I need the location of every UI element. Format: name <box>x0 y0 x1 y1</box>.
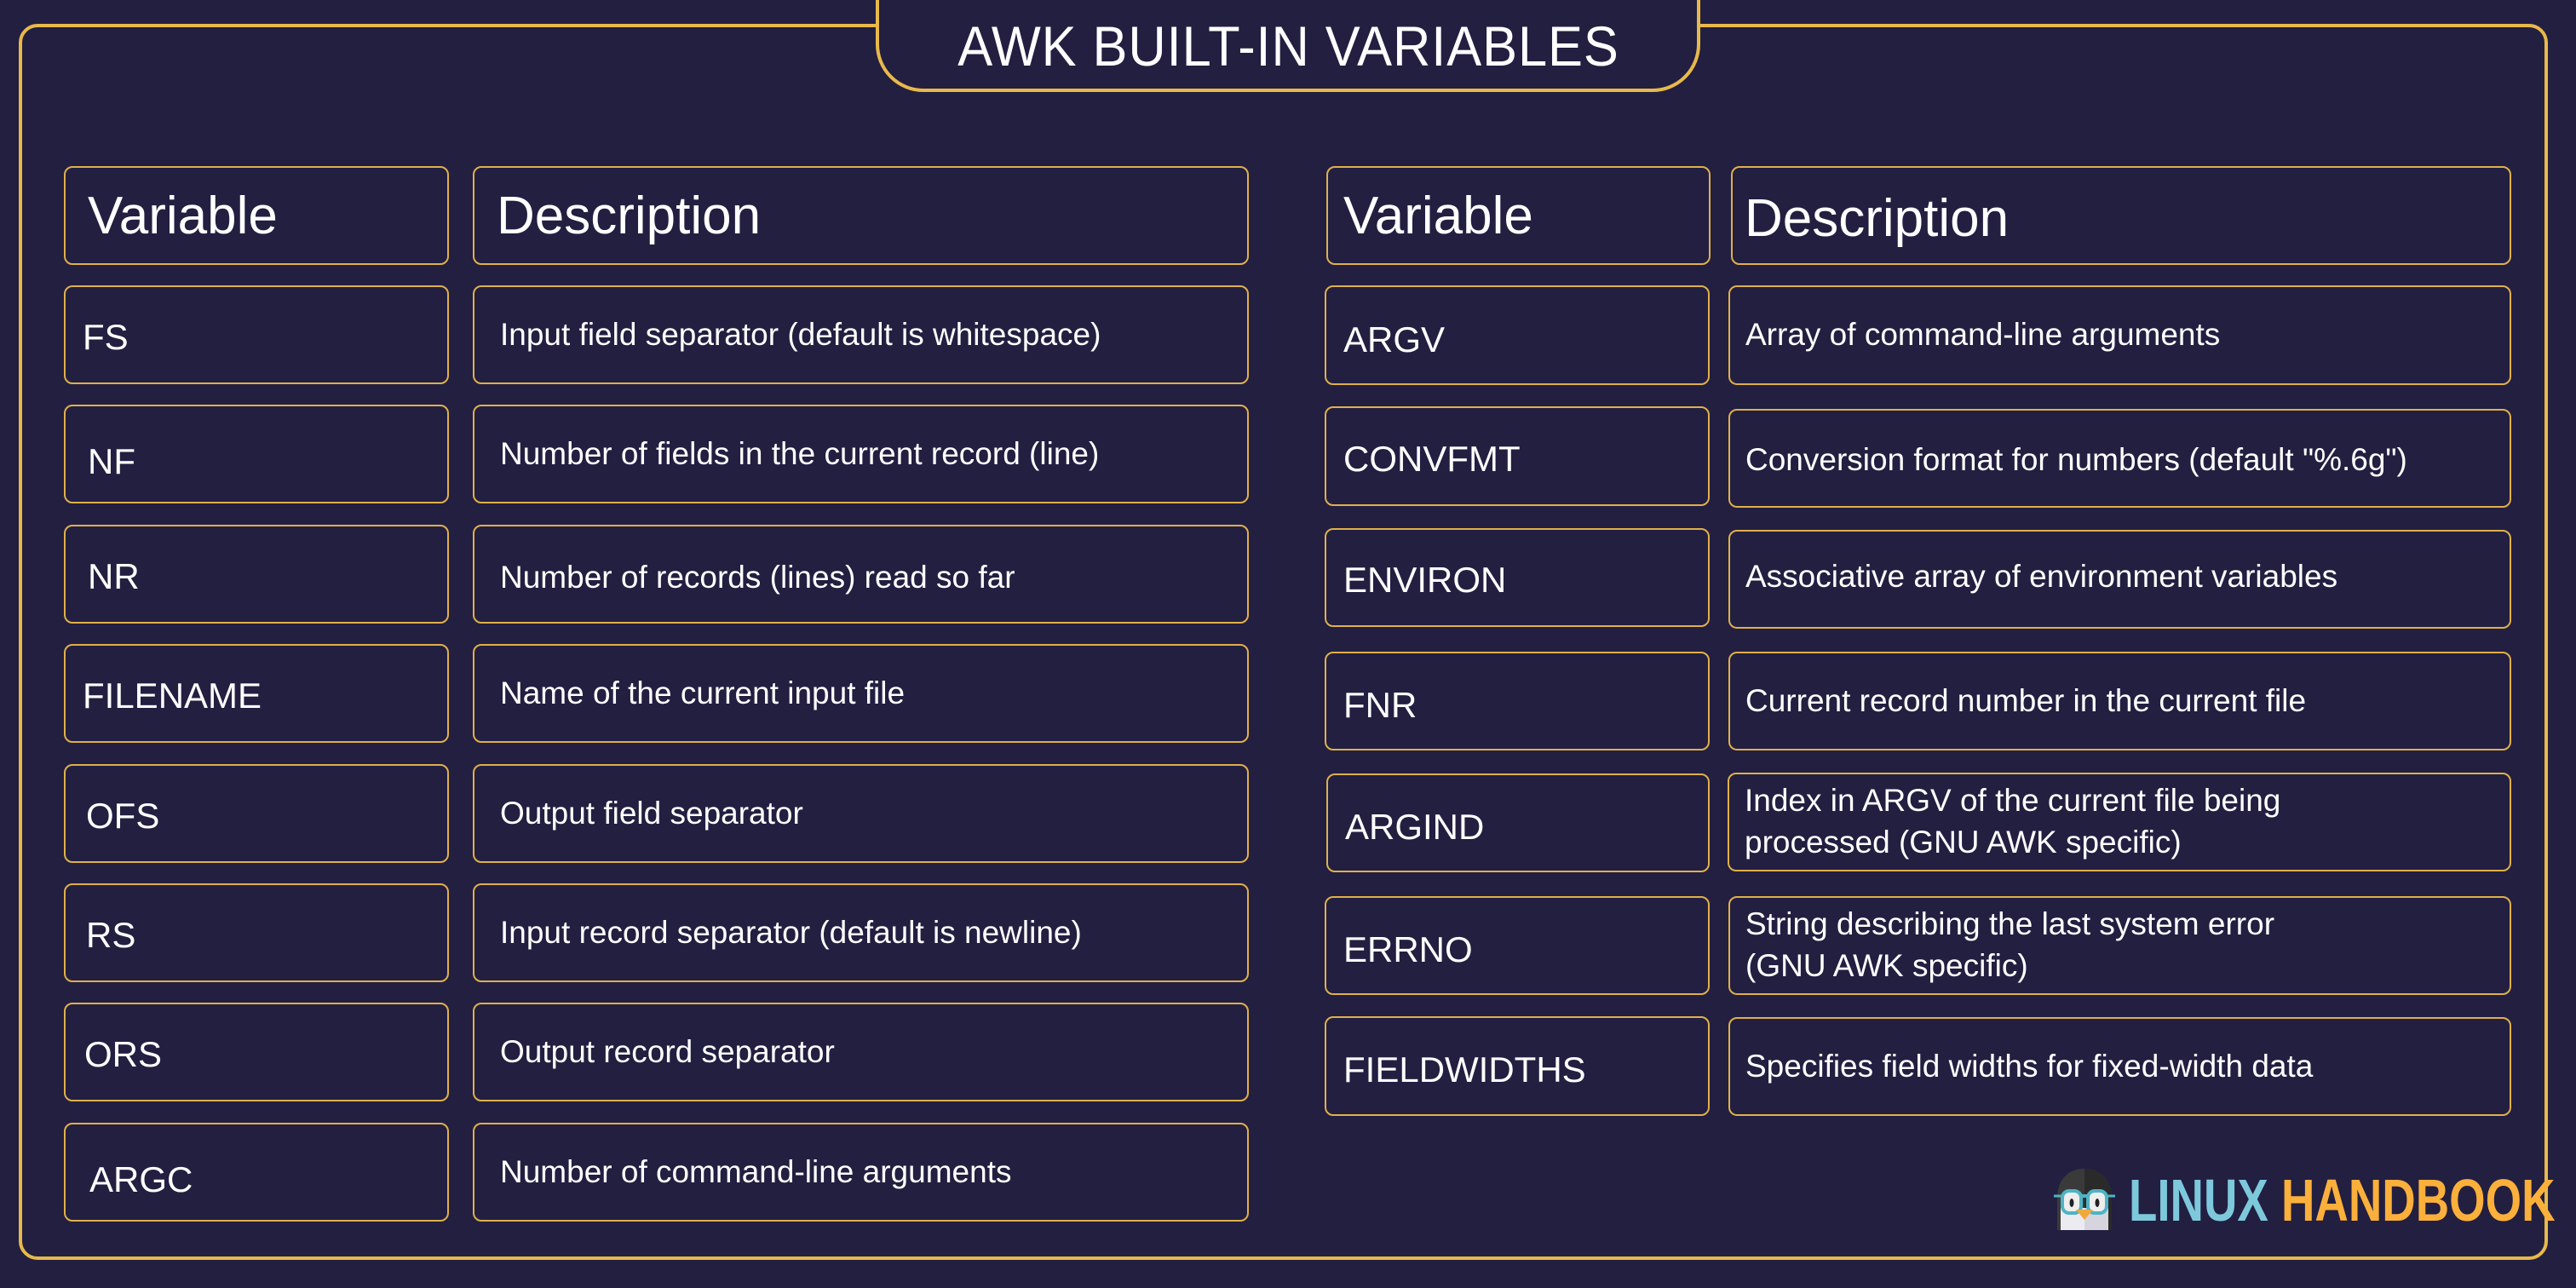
table-row-desc: String describing the last system error … <box>1728 896 2511 995</box>
variable-name: FNR <box>1343 685 1417 725</box>
title-banner: AWK BUILT-IN VARIABLES <box>876 0 1700 92</box>
table-row-var: CONVFMT <box>1325 406 1710 506</box>
header-label: Description <box>1745 188 2010 248</box>
variable-name: FIELDWIDTHS <box>1343 1049 1586 1090</box>
table-row-desc: Output record separator <box>473 1003 1249 1101</box>
variable-name: ARGIND <box>1345 807 1485 847</box>
description-line: (GNU AWK specific) <box>1745 948 2028 983</box>
header-label: Description <box>497 186 762 245</box>
right-header-variable: Variable <box>1326 166 1711 265</box>
table-row-var: FIELDWIDTHS <box>1325 1016 1710 1116</box>
variable-description: Number of command-line arguments <box>500 1153 1012 1189</box>
header-label: Variable <box>88 186 278 245</box>
table-row-var: NR <box>64 525 449 624</box>
table-row-var: RS <box>64 883 449 982</box>
table-row-desc: Name of the current input file <box>473 644 1249 743</box>
left-header-description: Description <box>473 166 1249 265</box>
variable-description: Number of records (lines) read so far <box>500 559 1015 595</box>
table-row-var: OFS <box>64 764 449 863</box>
description-line: String describing the last system error <box>1745 906 2275 942</box>
table-row-desc: Current record number in the current fil… <box>1728 652 2511 750</box>
right-header-description: Description <box>1731 166 2511 265</box>
table-row-var: ARGIND <box>1326 773 1710 872</box>
description-line: Index in ARGV of the current file being <box>1745 783 2281 819</box>
linux-handbook-logo: LINUX HANDBOOK <box>2049 1165 2576 1235</box>
variable-description: Output field separator <box>500 795 803 831</box>
description-line: processed (GNU AWK specific) <box>1745 825 2182 860</box>
variable-name: ORS <box>84 1034 163 1074</box>
left-header-variable: Variable <box>64 166 449 265</box>
variable-description: Conversion format for numbers (default "… <box>1745 441 2407 477</box>
table-row-var: ARGV <box>1325 285 1710 385</box>
table-row-desc: Number of fields in the current record (… <box>473 405 1249 503</box>
variable-description: String describing the last system error … <box>1745 904 2274 987</box>
table-row-desc: Index in ARGV of the current file being … <box>1728 773 2511 871</box>
variable-name: ARGC <box>89 1159 193 1199</box>
table-row-desc: Number of records (lines) read so far <box>473 525 1249 624</box>
page-title: AWK BUILT-IN VARIABLES <box>957 14 1619 78</box>
table-row-desc: Conversion format for numbers (default "… <box>1728 409 2511 508</box>
header-label: Variable <box>1343 186 1533 245</box>
logo-word-linux: LINUX <box>2129 1167 2268 1233</box>
table-row-var: NF <box>64 405 449 503</box>
table-row-desc: Array of command-line arguments <box>1728 285 2511 385</box>
table-row-desc: Input field separator (default is whites… <box>473 285 1249 384</box>
penguin-with-glasses-icon <box>2054 1169 2115 1230</box>
variable-name: ENVIRON <box>1343 560 1507 600</box>
variable-name: ARGV <box>1343 319 1446 359</box>
variable-name: RS <box>86 915 136 955</box>
variable-description: Number of fields in the current record (… <box>500 435 1100 471</box>
table-row-var: ARGC <box>64 1123 449 1222</box>
variable-name: OFS <box>86 796 160 836</box>
table-row-desc: Associative array of environment variabl… <box>1728 530 2511 629</box>
variable-description: Specifies field widths for fixed-width d… <box>1745 1048 2314 1084</box>
variable-description: Current record number in the current fil… <box>1745 682 2307 718</box>
table-row-var: FILENAME <box>64 644 449 743</box>
table-row-desc: Number of command-line arguments <box>473 1123 1249 1222</box>
table-row-var: FNR <box>1325 652 1710 750</box>
variable-name: CONVFMT <box>1343 438 1521 479</box>
variable-name: FS <box>83 317 129 357</box>
table-row-desc: Output field separator <box>473 764 1249 863</box>
variable-description: Index in ARGV of the current file being … <box>1745 780 2280 864</box>
table-row-var: ORS <box>64 1003 449 1101</box>
variable-name: ERRNO <box>1343 929 1473 969</box>
logo-word-handbook: HANDBOOK <box>2280 1167 2556 1233</box>
variable-description: Input record separator (default is newli… <box>500 914 1082 950</box>
table-row-desc: Input record separator (default is newli… <box>473 883 1249 982</box>
variable-description: Name of the current input file <box>500 675 906 710</box>
variable-description: Input field separator (default is whites… <box>500 316 1101 352</box>
variable-name: NF <box>88 441 135 481</box>
table-row-var: ERRNO <box>1325 896 1710 995</box>
table-row-var: FS <box>64 285 449 384</box>
variable-description: Array of command-line arguments <box>1745 317 2221 353</box>
variable-name: FILENAME <box>83 676 262 716</box>
table-row-var: ENVIRON <box>1325 528 1710 627</box>
table-row-desc: Specifies field widths for fixed-width d… <box>1728 1017 2511 1116</box>
variable-name: NR <box>88 556 140 596</box>
variable-description: Associative array of environment variabl… <box>1745 558 2338 594</box>
logo-wordmark: LINUX HANDBOOK <box>2129 1166 2556 1234</box>
variable-description: Output record separator <box>500 1033 835 1069</box>
